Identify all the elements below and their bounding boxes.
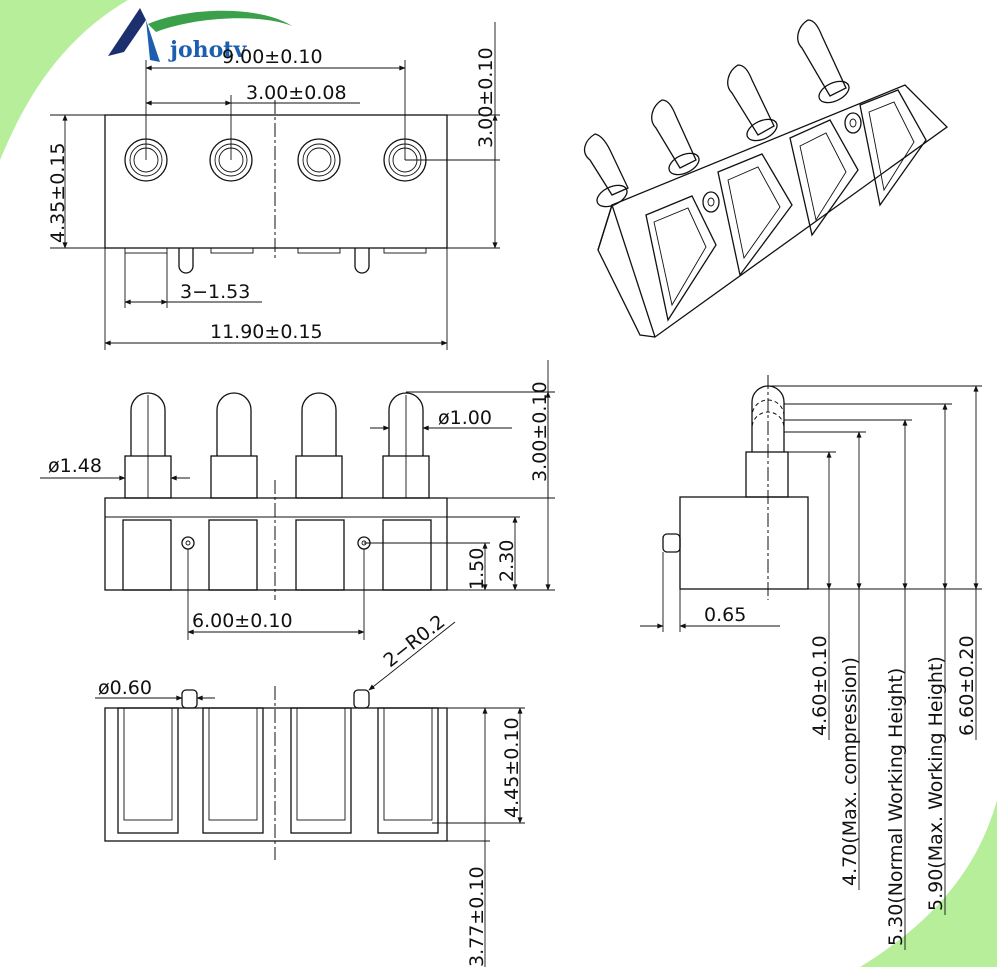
dim-pitch-total: 9.00±0.10	[222, 46, 323, 68]
dim-offset: 0.65	[704, 604, 746, 626]
dim-post-dia: ø0.60	[98, 677, 152, 699]
dim-radius: 2−R0.2	[380, 611, 450, 672]
dim-h3: 5.30(Normal Working Height)	[885, 668, 907, 946]
dim-body-height: 4.35±0.15	[47, 142, 69, 243]
dim-h4: 5.90(Max. Working Height)	[925, 656, 947, 911]
isometric-pins	[583, 19, 850, 208]
front-view-pins	[124, 392, 430, 499]
dim-pin-tip-dia: ø1.00	[438, 407, 492, 429]
corner-decoration-top-left	[0, 0, 128, 160]
isometric-view	[583, 19, 949, 339]
front-view: ø1.00 ø1.48 3.00±0.10 1.50 2.30 6.00±0.1…	[40, 360, 555, 640]
dim-pitch: 3.00±0.08	[246, 82, 347, 104]
top-view: 9.00±0.10 3.00±0.08 4.35±0.15 3.00±0.10 …	[47, 22, 500, 350]
side-view: 0.65 4.60±0.10 4.70(Max. compression) 5.…	[640, 375, 982, 950]
bottom-view: ø0.60 2−R0.2 4.45±0.10 3.77±0.10	[95, 611, 525, 967]
top-view-pins	[124, 138, 427, 182]
brand-logo: johotv	[108, 8, 292, 63]
brand-logo-text: johotv	[168, 37, 247, 63]
dim-body-width: 11.90±0.15	[210, 321, 323, 343]
dim-h1: 4.60±0.10	[809, 635, 831, 736]
dim-height-b: 2.30	[496, 540, 518, 582]
dim-spacing: 3−1.53	[180, 281, 250, 303]
corner-decoration-bottom-right	[860, 800, 997, 967]
dim-h5: 6.60±0.20	[956, 635, 978, 736]
dim-h2: 4.70(Max. compression)	[839, 657, 861, 886]
dim-pin-offset: 3.00±0.10	[475, 47, 497, 148]
dim-depth: 4.45±0.10	[501, 717, 523, 818]
dim-height-a: 1.50	[466, 548, 488, 590]
dim-total: 3.77±0.10	[466, 866, 488, 967]
dim-pin-length: 3.00±0.10	[529, 381, 551, 482]
dim-post-spacing: 6.00±0.10	[192, 610, 293, 632]
dim-pin-barrel-dia: ø1.48	[48, 455, 102, 477]
